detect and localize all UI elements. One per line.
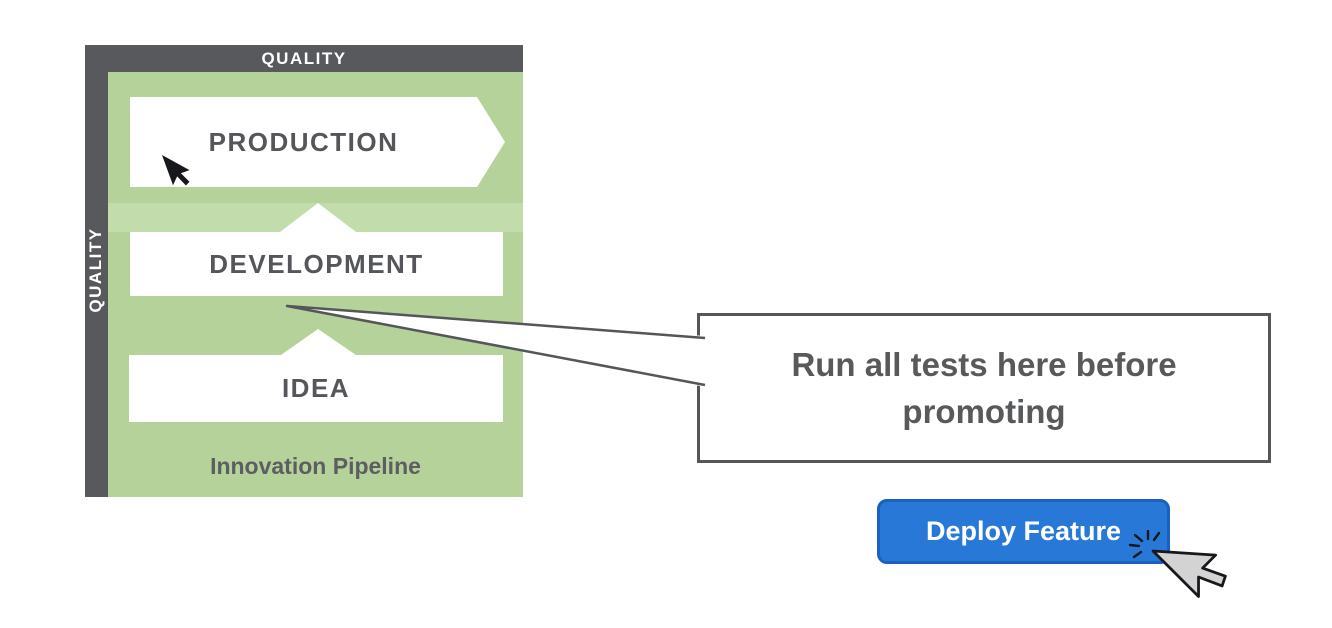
quality-axis-top: QUALITY (85, 45, 523, 72)
arrow-cursor-icon (162, 155, 190, 186)
deploy-feature-button-label: Deploy Feature (925, 516, 1122, 546)
callout-tail (285, 304, 706, 387)
callout-text-line1: Run all tests here before (791, 346, 1177, 383)
stage-production: PRODUCTION (130, 97, 505, 187)
quality-axis-left-label: QUALITY (86, 227, 105, 313)
click-cursor-icon (1128, 530, 1227, 598)
quality-axis-left (85, 45, 108, 497)
callout-box: Run all tests here before promoting (697, 313, 1271, 463)
stage-production-label: PRODUCTION (208, 126, 399, 157)
stage-development-label: DEVELOPMENT (209, 248, 424, 279)
stage-idea-label: IDEA (281, 373, 351, 403)
quality-axis-top-label: QUALITY (261, 48, 347, 68)
callout-text-line2: promoting (902, 393, 1066, 430)
pipeline-caption: Innovation Pipeline (210, 452, 421, 479)
deploy-feature-button[interactable]: Deploy Feature (877, 499, 1170, 564)
click-starburst-icon (1128, 530, 1161, 559)
